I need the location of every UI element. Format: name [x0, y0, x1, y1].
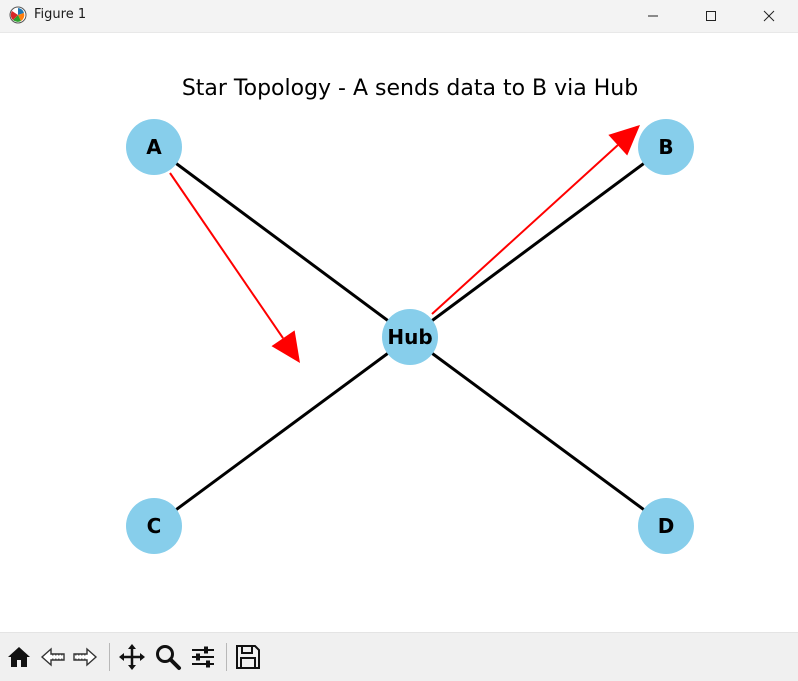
- close-button[interactable]: [740, 0, 798, 32]
- home-button[interactable]: [5, 643, 33, 671]
- minimize-button[interactable]: [624, 0, 682, 32]
- edge-hub-d: [409, 335, 667, 528]
- node-circle: [638, 119, 694, 175]
- floppy-disk-icon: [236, 645, 260, 669]
- node-c: C: [126, 498, 182, 554]
- edge-hub-c: [153, 335, 411, 528]
- save-button[interactable]: [234, 643, 262, 671]
- window-title: Figure 1: [34, 7, 87, 22]
- network-graph: Star Topology - A sends data to B via Hu…: [126, 76, 694, 554]
- back-button[interactable]: [39, 643, 67, 671]
- node-label: B: [658, 135, 673, 159]
- node-circle: [126, 119, 182, 175]
- node-label: Hub: [387, 325, 432, 349]
- arrows-layer: [169, 125, 640, 363]
- forward-button[interactable]: [71, 643, 99, 671]
- home-icon: [8, 647, 30, 667]
- node-b: B: [638, 119, 694, 175]
- zoom-button[interactable]: [154, 643, 182, 671]
- node-label: C: [147, 514, 162, 538]
- magnifier-icon: [156, 645, 181, 670]
- edges-layer: [153, 145, 667, 528]
- close-icon: [763, 10, 775, 22]
- configure-subplots-button[interactable]: [189, 643, 217, 671]
- navigation-toolbar: [0, 632, 798, 681]
- node-d: D: [638, 498, 694, 554]
- node-circle: [382, 309, 438, 365]
- node-a: A: [126, 119, 182, 175]
- figure-canvas[interactable]: Star Topology - A sends data to B via Hu…: [0, 33, 798, 632]
- data-arrow-hub-b: [431, 125, 640, 315]
- node-circle: [126, 498, 182, 554]
- node-circle: [638, 498, 694, 554]
- figure-title: Star Topology - A sends data to B via Hu…: [182, 76, 638, 101]
- data-arrow-a-hub: [169, 172, 300, 363]
- node-label: A: [146, 135, 162, 159]
- edge-a-hub: [153, 145, 411, 339]
- minimize-icon: [648, 15, 658, 17]
- maximize-button[interactable]: [682, 0, 740, 32]
- maximize-icon: [706, 11, 716, 21]
- window-titlebar: Figure 1: [0, 0, 798, 33]
- pan-button[interactable]: [118, 643, 146, 671]
- matplotlib-app-icon: [8, 5, 28, 25]
- edge-hub-b: [409, 145, 667, 339]
- back-arrow-icon: [40, 647, 65, 667]
- forward-arrow-icon: [73, 647, 98, 667]
- node-hub: Hub: [382, 309, 438, 365]
- node-label: D: [658, 514, 675, 538]
- toolbar-separator: [109, 643, 110, 671]
- toolbar-separator: [226, 643, 227, 671]
- move-icon: [119, 644, 145, 670]
- sliders-icon: [192, 646, 214, 668]
